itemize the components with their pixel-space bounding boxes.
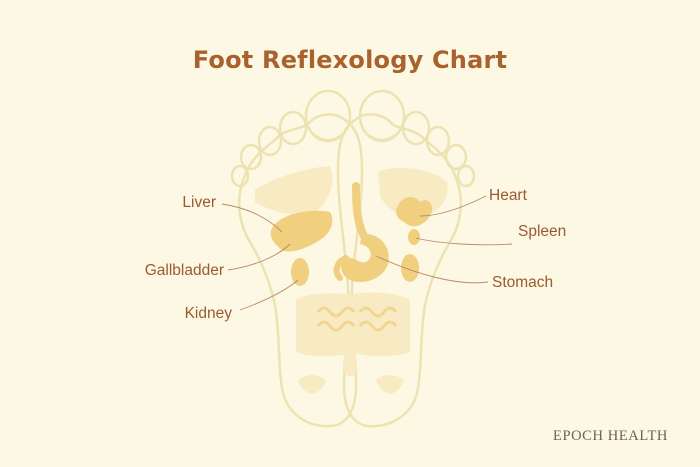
left-toe-crease — [312, 132, 344, 142]
label-stomach: Stomach — [492, 274, 554, 291]
heart-organ — [396, 197, 433, 227]
label-gallbladder: Gallbladder — [144, 262, 224, 279]
heart-leader — [419, 195, 487, 217]
right-reproductive-zone — [376, 375, 404, 394]
stomach-leader — [375, 255, 489, 284]
duodenum-organ — [333, 255, 349, 281]
label-spleen: Spleen — [518, 223, 567, 240]
stomach-organ — [341, 233, 389, 283]
esophagus-organ — [352, 182, 368, 240]
right-kidney-organ — [401, 254, 419, 282]
right-toe-5 — [456, 164, 476, 188]
label-kidney: Kidney — [184, 305, 232, 322]
spleen-leader — [415, 237, 513, 246]
right-toe-2 — [401, 110, 431, 146]
left-kidney-organ — [291, 258, 309, 286]
right-intestine-zone — [346, 292, 410, 357]
kidney-leader — [239, 279, 299, 311]
left-toe-3 — [257, 125, 283, 157]
spleen-organ — [408, 229, 420, 245]
liver-organ — [270, 210, 333, 252]
spine-zone — [344, 350, 356, 376]
right-toe-crease — [366, 132, 398, 142]
liver-leader — [221, 203, 283, 233]
intestine-coils — [316, 306, 398, 332]
left-reproductive-zone — [298, 375, 326, 394]
left-toe-2 — [278, 110, 308, 146]
right-toe-4 — [444, 143, 468, 171]
left-toe-4 — [239, 143, 263, 171]
left-toe-5 — [230, 164, 250, 188]
chart-title: Foot Reflexology Chart — [192, 46, 508, 74]
brand-logo: EPOCH HEALTH — [552, 428, 668, 444]
label-heart: Heart — [489, 187, 527, 204]
left-lung-zone — [255, 166, 333, 215]
gallbladder-organ — [284, 230, 296, 246]
gallbladder-leader — [227, 243, 291, 271]
right-toe-3 — [425, 125, 451, 157]
label-liver: Liver — [182, 194, 216, 211]
